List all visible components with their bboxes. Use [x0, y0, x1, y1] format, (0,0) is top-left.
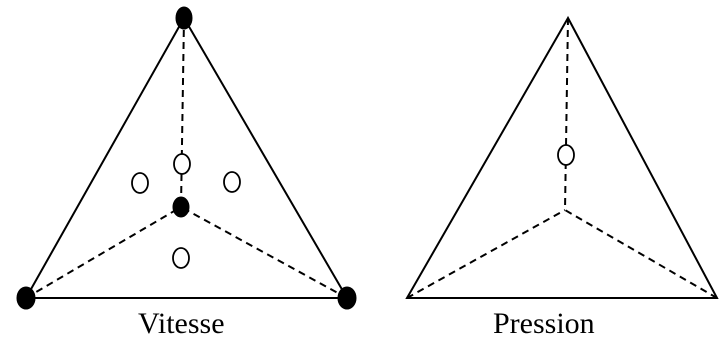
velocity-node-bottom-left: [16, 286, 36, 310]
pressure-dashed-edge-left: [406, 209, 566, 299]
pressure-outer-triangle: [405, 15, 719, 299]
pressure-element: [405, 15, 719, 299]
pressure-node-center: [557, 144, 575, 166]
velocity-dashed-edge-right: [180, 206, 348, 299]
velocity-node-center: [172, 196, 190, 218]
velocity-node-upper-edge: [173, 153, 191, 175]
velocity-outer-triangle: [24, 15, 349, 299]
velocity-node-right-face: [223, 171, 241, 193]
velocity-node-lower-face: [172, 247, 190, 269]
pressure-dashed-edge-right: [564, 209, 718, 299]
velocity-dashed-edge-top: [180, 17, 185, 208]
velocity-dashed-edge-left: [25, 206, 182, 299]
pressure-dashed-edge-top: [564, 17, 569, 211]
pressure-caption: Pression: [493, 307, 595, 340]
velocity-node-bottom-right: [337, 286, 357, 310]
velocity-caption: Vitesse: [138, 307, 225, 340]
velocity-element: [16, 6, 357, 310]
velocity-node-top: [175, 6, 193, 30]
velocity-node-left-face: [131, 172, 149, 194]
